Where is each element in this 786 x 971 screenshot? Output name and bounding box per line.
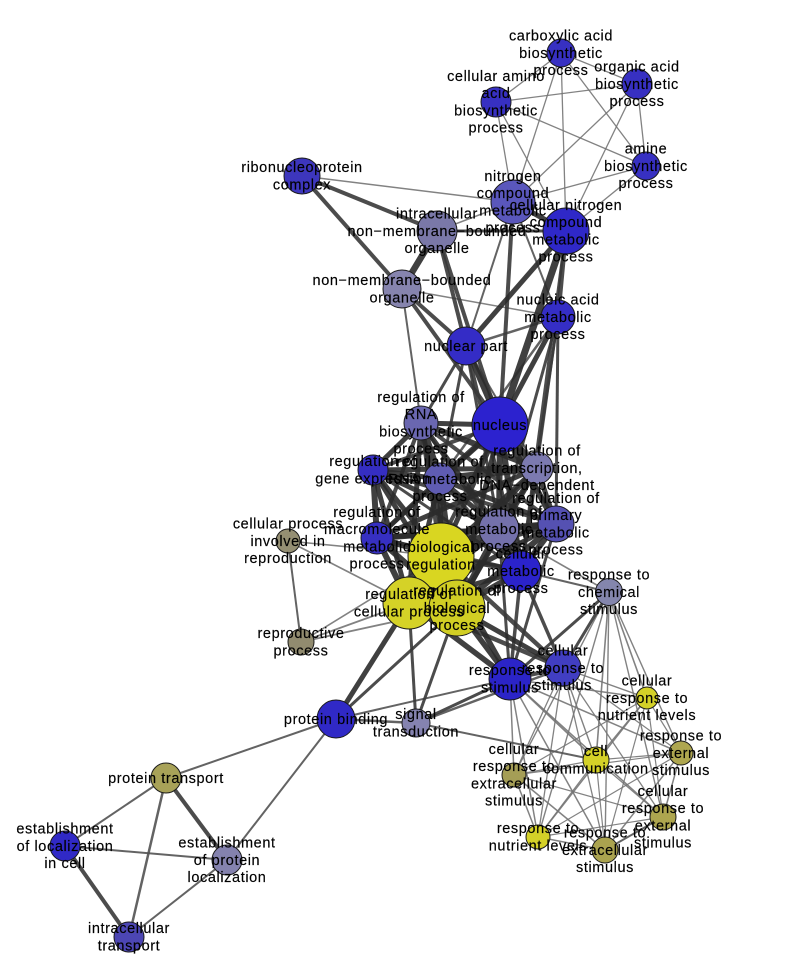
svg-text:protein binding: protein binding	[284, 712, 388, 728]
svg-text:nucleus: nucleus	[473, 418, 527, 434]
svg-text:protein transport: protein transport	[108, 771, 224, 787]
svg-text:nuclear part: nuclear part	[424, 339, 508, 355]
